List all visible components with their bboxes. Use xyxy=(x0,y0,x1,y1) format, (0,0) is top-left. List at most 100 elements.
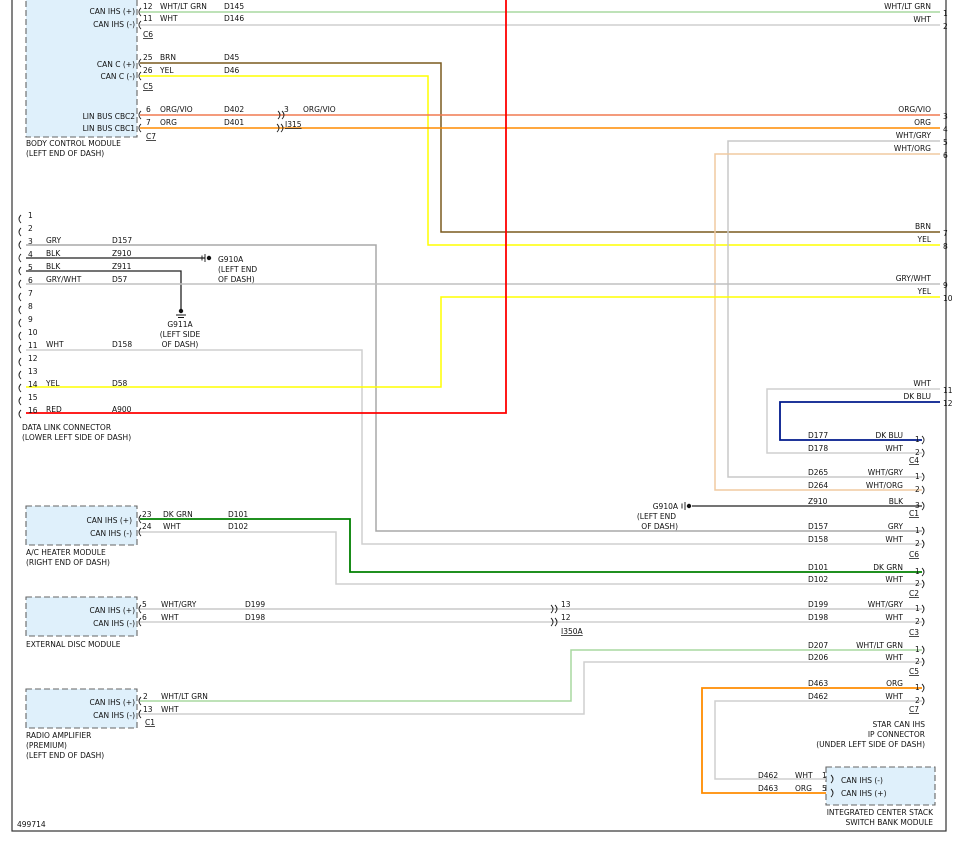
dlc-wire-color-11: WHT xyxy=(46,340,64,349)
star-pin-mark-10 xyxy=(921,604,925,614)
radio-wire-color-2: WHT xyxy=(161,705,179,714)
ac-heater-module-box xyxy=(25,505,138,546)
g910a-top-symbol xyxy=(201,254,206,262)
bcm-circuit-3: D45 xyxy=(224,53,240,62)
bcm-circuit-5: D402 xyxy=(224,105,244,114)
ac-pin-num-2: 24 xyxy=(142,522,152,531)
star-pin-num-D264: 2 xyxy=(915,485,920,494)
bcm-circuit-4: D46 xyxy=(224,66,240,75)
dlc-wire-color-3: GRY xyxy=(46,236,62,245)
dlc-pin-num-5: 5 xyxy=(28,263,33,272)
bcm-pin-mark-1 xyxy=(138,7,142,17)
ac-name-line-2: (RIGHT END OF DASH) xyxy=(26,558,110,567)
star-wire-color-D177: DK BLU xyxy=(875,431,903,440)
dlc-pin-num-15: 15 xyxy=(28,393,38,402)
dlc-pin-mark-1 xyxy=(18,214,22,224)
bcm-circuit-2: D146 xyxy=(224,14,244,23)
star-circuit-D102: D102 xyxy=(808,575,828,584)
star-pin-mark-11 xyxy=(921,617,925,627)
star-pin-mark-6 xyxy=(921,526,925,536)
bcm-connector-c7: C7 xyxy=(146,132,156,141)
ac-pin-mark-2 xyxy=(138,527,142,537)
right-pin-num-7: 7 xyxy=(943,229,948,238)
star-name-line-3: (UNDER LEFT SIDE OF DASH) xyxy=(816,740,925,749)
star-circuit-D101: D101 xyxy=(808,563,828,572)
wire-d462 xyxy=(714,700,922,780)
dlc-pin-mark-8 xyxy=(18,305,22,315)
dlc-pin-mark-14 xyxy=(18,383,22,393)
star-wire-color-D178: WHT xyxy=(885,444,903,453)
star-circuit-D207: D207 xyxy=(808,641,828,650)
bcm-name-line-1: BODY CONTROL MODULE xyxy=(26,139,121,148)
dlc-pin-num-11: 11 xyxy=(28,341,38,350)
i350a-mark-1-a xyxy=(550,604,554,614)
star-pin-num-D178: 2 xyxy=(915,448,920,457)
star-wire-color-D264: WHT/ORG xyxy=(866,481,903,490)
wires-layer xyxy=(26,0,940,794)
iccs-pin-mark-2 xyxy=(830,788,834,798)
bcm-wire-color-4: YEL xyxy=(159,66,174,75)
star-wire-color-Z910: BLK xyxy=(889,497,904,506)
edm-pin-label-1: CAN IHS (+) xyxy=(90,606,136,615)
star-pin-num-D102: 2 xyxy=(915,579,920,588)
iccs-pin-num-2: 5 xyxy=(822,784,827,793)
right-wire-color-3: ORG/VIO xyxy=(898,105,931,114)
dlc-pin-mark-10 xyxy=(18,331,22,341)
bcm-wire-color-6: ORG xyxy=(160,118,177,127)
dlc-name-line-1: DATA LINK CONNECTOR xyxy=(22,423,111,432)
star-pin-mark-2 xyxy=(921,448,925,458)
star-pin-num-D463: 1 xyxy=(915,683,920,692)
right-wire-color-2: WHT xyxy=(913,15,931,24)
bcm-connector-c6: C6 xyxy=(143,30,153,39)
i350a-mark-2-b xyxy=(554,617,558,627)
dlc-pin-num-6: 6 xyxy=(28,276,33,285)
wire-d265 xyxy=(727,140,940,478)
wire-d206 xyxy=(140,661,922,715)
figure-id: 499714 xyxy=(17,820,46,829)
right-wire-color-8: YEL xyxy=(917,235,932,244)
right-pin-num-5: 5 xyxy=(943,138,948,147)
external-disc-module-box xyxy=(25,596,138,637)
bcm-pin-mark-5 xyxy=(138,110,142,120)
dlc-circuit-3: D157 xyxy=(112,236,132,245)
ground-g911a: G911A (LEFT SIDE OF DASH) xyxy=(160,320,201,349)
star-connector-C7: C7 xyxy=(909,705,919,714)
star-pin-num-D101: 1 xyxy=(915,567,920,576)
star-wire-color-D199: WHT/GRY xyxy=(868,600,904,609)
dlc-pin-num-7: 7 xyxy=(28,289,33,298)
ac-pin-label-1: CAN IHS (+) xyxy=(87,516,133,525)
dlc-wire-color-6: GRY/WHT xyxy=(46,275,82,284)
dlc-circuit-6: D57 xyxy=(112,275,128,284)
edm-circuit-2: D198 xyxy=(245,613,265,622)
g911a-dot xyxy=(178,308,184,314)
g910a-top-dot xyxy=(206,255,212,261)
bcm-pin-label-6: LIN BUS CBC1 xyxy=(83,124,136,133)
bcm-pin-label-1: CAN IHS (+) xyxy=(90,7,136,16)
wire-d45 xyxy=(140,62,940,233)
right-wire-color-5: WHT/GRY xyxy=(896,131,932,140)
star-circuit-D178: D178 xyxy=(808,444,828,453)
radio-pin-label-1: CAN IHS (+) xyxy=(90,698,136,707)
star-pin-mark-4 xyxy=(921,485,925,495)
dlc-pin-mark-6 xyxy=(18,279,22,289)
star-pin-num-D207: 1 xyxy=(915,645,920,654)
i350a-mark-1-b xyxy=(554,604,558,614)
g910a-top-line-1: G910A xyxy=(218,255,244,264)
radio-pin-num-1: 2 xyxy=(143,692,148,701)
star-pin-mark-5 xyxy=(921,501,925,511)
star-circuit-D265: D265 xyxy=(808,468,828,477)
star-pin-mark-13 xyxy=(921,657,925,667)
bcm-pin-num-1: 12 xyxy=(143,2,153,11)
dlc-circuit-5: Z911 xyxy=(112,262,132,271)
star-wire-color-D101: DK GRN xyxy=(873,563,903,572)
star-wire-color-D265: WHT/GRY xyxy=(868,468,904,477)
dlc-pin-mark-2 xyxy=(18,227,22,237)
dlc-pin-mark-3 xyxy=(18,240,22,250)
i315-mark-b xyxy=(281,110,285,120)
star-circuit-D264: D264 xyxy=(808,481,828,490)
bcm-pin-num-5: 6 xyxy=(146,105,151,114)
dlc-circuit-14: D58 xyxy=(112,379,128,388)
iccs-wire-color-2: ORG xyxy=(795,784,812,793)
iccs-name-line-2: SWITCH BANK MODULE xyxy=(845,818,933,827)
